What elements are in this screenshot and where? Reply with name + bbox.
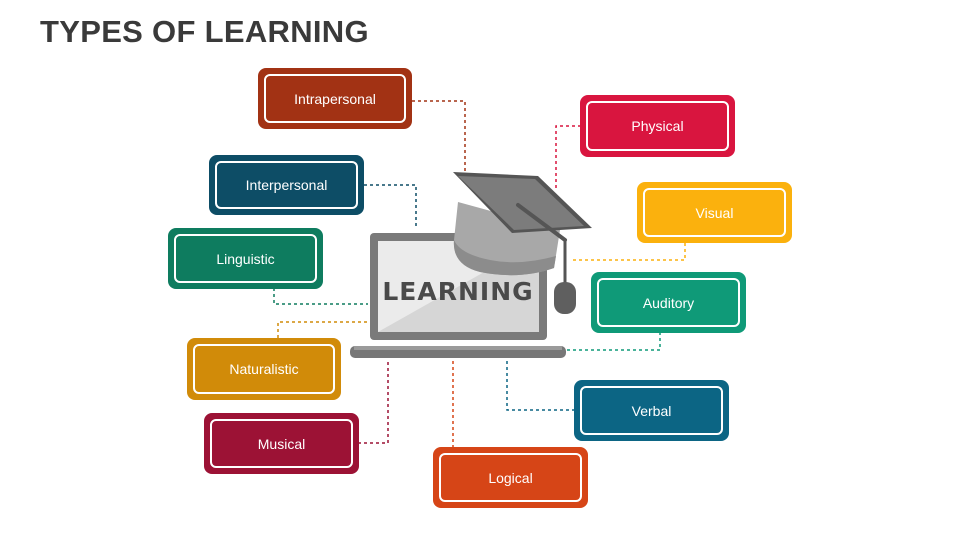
- box-physical: Physical: [580, 95, 735, 157]
- connector-musical: [358, 360, 389, 444]
- box-linguistic-label: Linguistic: [174, 234, 317, 283]
- box-musical: Musical: [204, 413, 359, 474]
- box-linguistic: Linguistic: [168, 228, 323, 289]
- box-visual: Visual: [637, 182, 792, 243]
- connector-physical: [555, 125, 581, 190]
- box-naturalistic-label: Naturalistic: [193, 344, 335, 394]
- center-label: LEARNING: [382, 277, 533, 306]
- box-intrapersonal: Intrapersonal: [258, 68, 412, 129]
- box-musical-label: Musical: [210, 419, 353, 468]
- box-interpersonal: Interpersonal: [209, 155, 364, 215]
- box-physical-label: Physical: [586, 101, 729, 151]
- box-verbal-label: Verbal: [580, 386, 723, 435]
- box-intrapersonal-label: Intrapersonal: [264, 74, 406, 123]
- connector-auditory: [560, 332, 661, 351]
- graduation-cap-icon: [453, 172, 592, 314]
- connector-linguistic: [273, 288, 368, 305]
- laptop-icon: LEARNING: [350, 172, 592, 358]
- box-visual-label: Visual: [643, 188, 786, 237]
- box-logical: Logical: [433, 447, 588, 508]
- box-auditory-label: Auditory: [597, 278, 740, 327]
- box-naturalistic: Naturalistic: [187, 338, 341, 400]
- box-auditory: Auditory: [591, 272, 746, 333]
- box-interpersonal-label: Interpersonal: [215, 161, 358, 209]
- laptop-base: [350, 346, 566, 358]
- box-logical-label: Logical: [439, 453, 582, 502]
- connector-visual: [572, 243, 686, 261]
- box-verbal: Verbal: [574, 380, 729, 441]
- connector-interpersonal: [364, 184, 417, 228]
- connector-verbal: [506, 360, 575, 411]
- page-title: TYPES OF LEARNING: [40, 14, 369, 49]
